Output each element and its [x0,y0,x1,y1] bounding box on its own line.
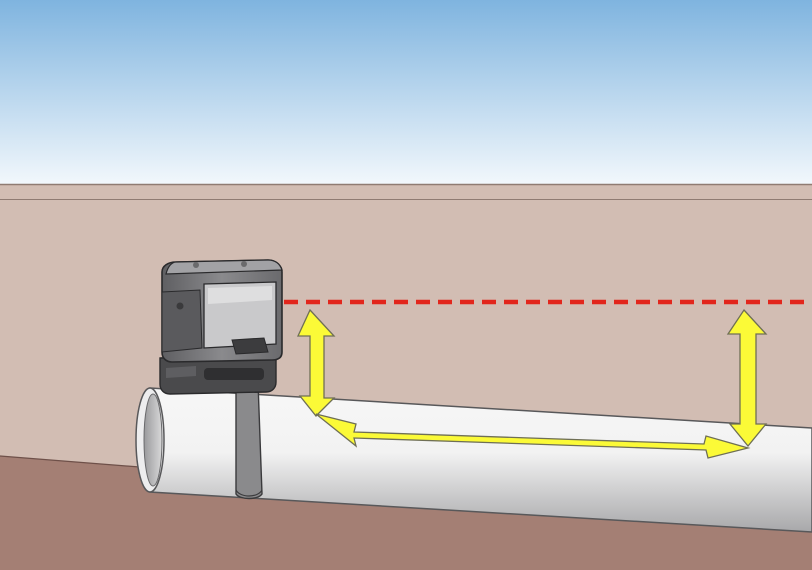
mount-clip [166,366,196,378]
device-side-panel [161,289,203,353]
top-button-icon [193,262,199,268]
pipe-opening [143,393,163,487]
device-lower-tab [231,337,269,355]
laser-level-device [159,259,283,395]
double-arrow-vertical-near-icon [296,308,336,417]
strap-band-bottom [235,489,263,497]
measurement-arrows [296,308,768,459]
sky [0,0,812,186]
double-arrow-vertical-far-icon [726,308,768,448]
mount-slot [204,368,264,380]
window-highlight [208,286,272,304]
mounting-strap [235,381,263,500]
top-vial-icon [241,261,247,267]
side-button-icon [176,302,184,310]
double-arrow-along-pipe-icon [315,413,751,459]
